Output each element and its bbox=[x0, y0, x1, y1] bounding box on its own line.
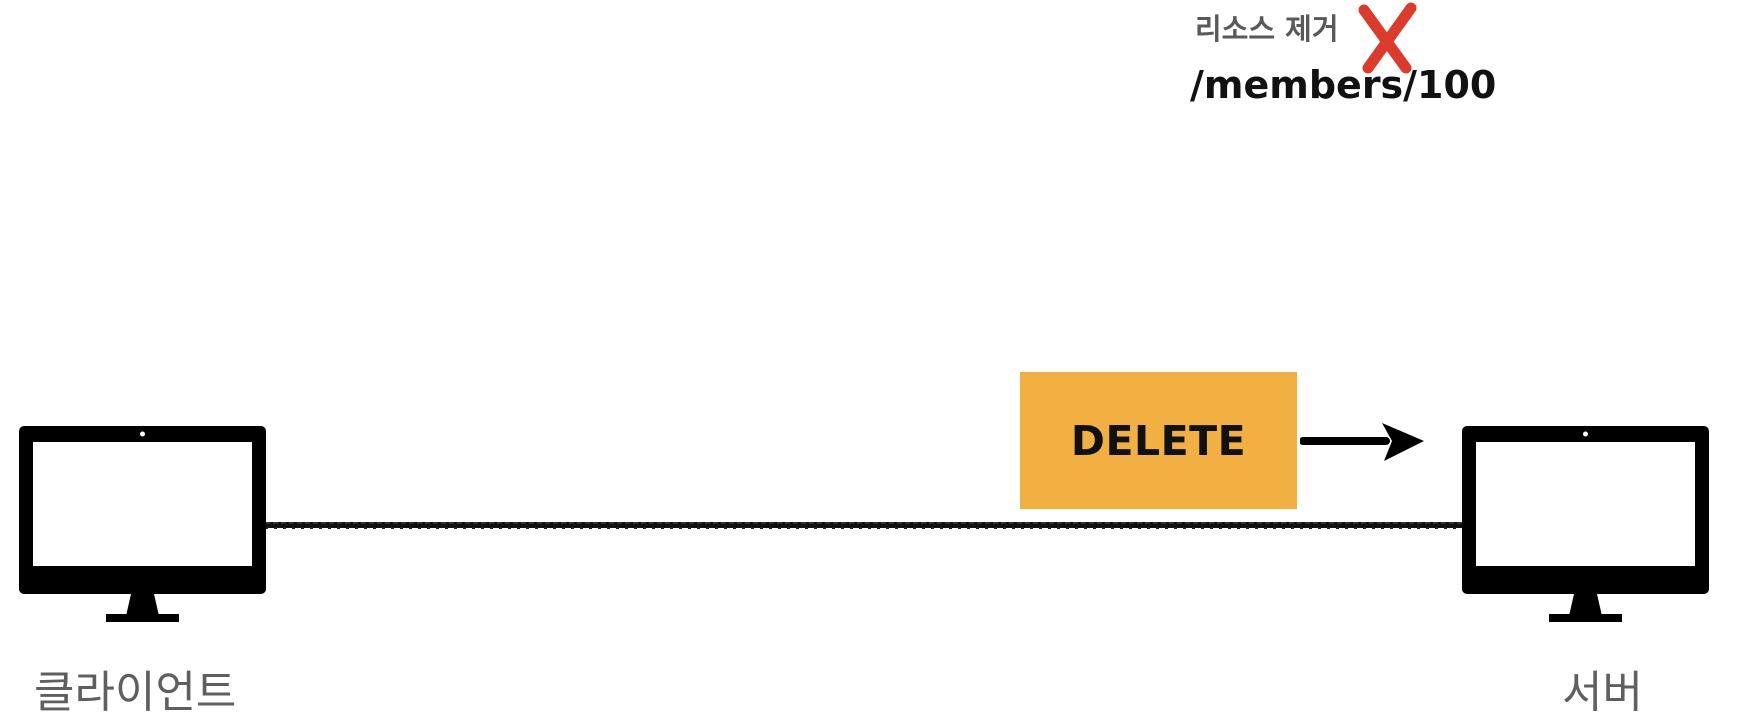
client-monitor-icon bbox=[19, 426, 266, 626]
resource-path: /members/100 bbox=[1190, 63, 1497, 107]
http-method-box: DELETE bbox=[1020, 372, 1297, 509]
server-monitor-icon bbox=[1462, 426, 1709, 626]
red-x-icon bbox=[1358, 2, 1417, 74]
arrow-right-icon bbox=[1300, 423, 1424, 461]
server-label: 서버 bbox=[1562, 667, 1643, 718]
http-method-label: DELETE bbox=[1070, 416, 1247, 465]
client-label: 클라이언트 bbox=[34, 667, 237, 718]
resource-note: 리소스 제거 bbox=[1195, 12, 1339, 46]
